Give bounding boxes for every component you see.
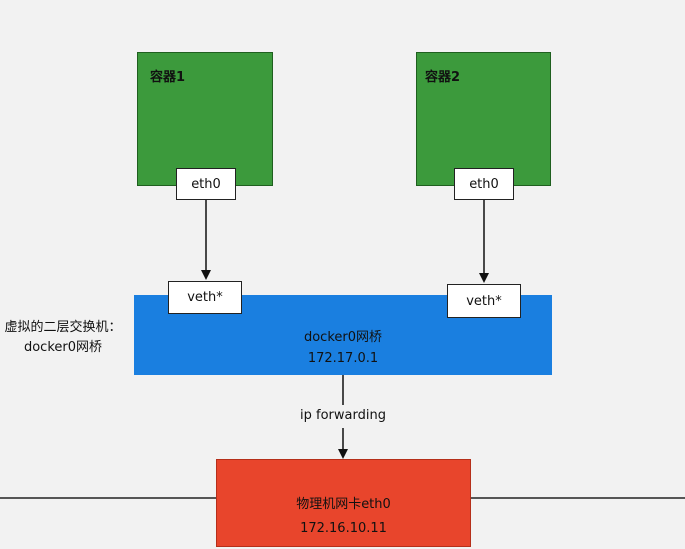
bridge-ip: 172.17.0.1 <box>307 351 379 366</box>
container-2-title: 容器2 <box>425 70 461 85</box>
bridge-side-label: 虚拟的二层交换机： docker0网桥 <box>0 318 126 358</box>
container-1-title: 容器1 <box>150 70 186 85</box>
container-1-eth0-port: eth0 <box>176 168 236 200</box>
container-1-box <box>137 52 273 186</box>
bridge-veth-port-1: veth* <box>168 281 242 314</box>
physical-nic-box <box>216 459 471 547</box>
physical-nic-name: 物理机网卡eth0 <box>296 497 391 512</box>
bridge-name: docker0网桥 <box>303 330 383 345</box>
bridge-side-label-line2: docker0网桥 <box>23 340 103 355</box>
container-2-eth0-port: eth0 <box>454 168 514 200</box>
container-2-box <box>416 52 551 186</box>
ip-forwarding-label: ip forwarding <box>300 408 386 423</box>
physical-nic-ip: 172.16.10.11 <box>300 521 387 536</box>
bridge-side-label-line1: 虚拟的二层交换机： <box>4 320 122 335</box>
bridge-veth-port-2: veth* <box>447 284 521 318</box>
